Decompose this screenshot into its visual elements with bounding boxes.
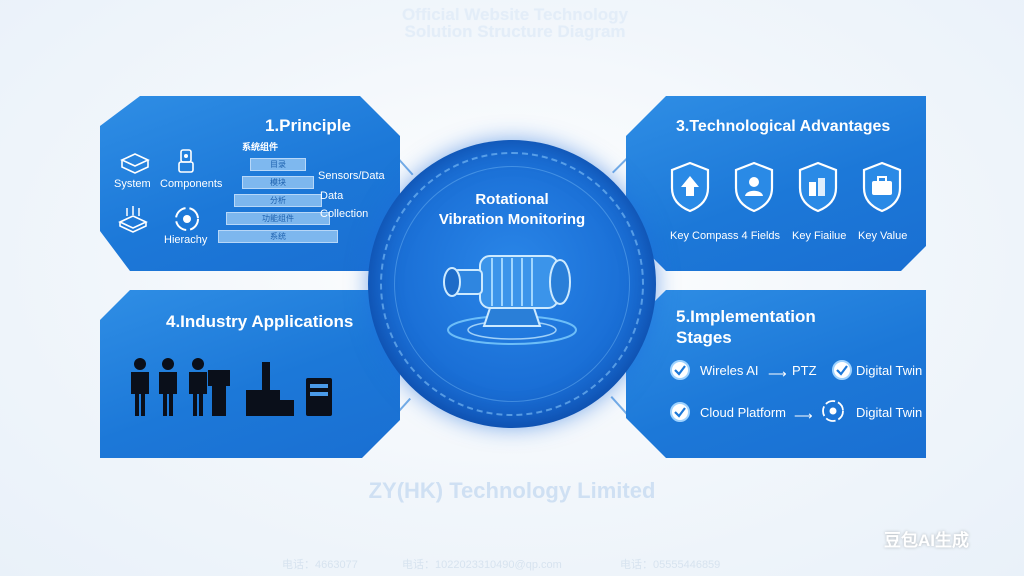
control-cabinet-icon xyxy=(304,376,334,423)
stages-panel: 5.Implementation Stages Wireles AI ⟶ PTZ… xyxy=(626,290,926,458)
pyramid-level-3: 分析 xyxy=(234,194,322,207)
center-title-line-1: Rotational xyxy=(475,191,549,208)
gear-cycle-icon xyxy=(172,204,202,239)
arrow-right-icon: ⟶ xyxy=(794,408,813,423)
cloud-platform-text: Cloud Platform xyxy=(700,405,786,420)
pyramid-level-1: 目录 xyxy=(250,158,306,171)
check-circle-icon xyxy=(832,360,852,380)
chart-shield-icon xyxy=(796,160,840,219)
machinery-icon xyxy=(244,360,296,423)
advantages-panel: 3.Technological Advantages Key Compass 4… xyxy=(626,96,926,271)
pyramid-level-2: 模块 xyxy=(242,176,314,189)
digital-twin-text-1: Digital Twin xyxy=(856,363,923,378)
robot-icon xyxy=(176,148,196,181)
ai-watermark: 豆包AI生成 xyxy=(884,531,969,550)
wireless-ai-text: Wireles AI xyxy=(700,363,759,378)
sensors-data-text: Sensors/Data xyxy=(318,170,385,182)
contact-2: 电话：1022023310490@qp.com xyxy=(402,559,562,571)
principle-title: 1.Principle xyxy=(265,116,351,135)
stages-title-line-1: 5.Implementation xyxy=(676,307,816,326)
contact-3: 电话：05555446859 xyxy=(620,559,721,571)
briefcase-shield-icon xyxy=(860,160,904,219)
header-line-1: Official Website Technology xyxy=(401,5,629,24)
advantages-title: 3.Technological Advantages xyxy=(676,118,891,135)
digital-twin-text-2: Digital Twin xyxy=(856,405,923,420)
data-text: Data xyxy=(320,190,344,202)
server-icon xyxy=(118,152,152,181)
pyramid-level-5: 系统 xyxy=(218,230,338,243)
components-label: Components xyxy=(160,178,223,190)
pyramid-title: 系统组件 xyxy=(242,142,279,152)
motor-icon xyxy=(430,240,594,355)
key-compass-label: Key Compass 4 Fields xyxy=(670,230,781,242)
hierachy-label: Hierachy xyxy=(164,234,208,246)
check-circle-icon xyxy=(670,360,690,380)
header-line-2: Solution Structure Diagram xyxy=(404,22,626,41)
stages-title: 5.Implementation Stages xyxy=(676,306,816,348)
industry-panel: 4.Industry Applications xyxy=(100,290,400,458)
contact-1: 电话：4663077 xyxy=(282,559,358,571)
center-title-line-2: Vibration Monitoring xyxy=(438,211,586,228)
key-failure-label: Key Fiailue xyxy=(792,230,847,242)
system-label: System xyxy=(114,178,151,190)
company-name: ZY(HK) Technology Limited xyxy=(368,478,656,503)
arrow-up-shield-icon xyxy=(668,160,712,219)
arrow-right-icon: ⟶ xyxy=(768,366,787,381)
center-ring-outer xyxy=(380,152,644,416)
principle-panel: 1.Principle System Components Hierachy 系… xyxy=(100,96,400,271)
industry-title: 4.Industry Applications xyxy=(166,312,354,331)
gear-sync-icon xyxy=(820,398,846,429)
check-circle-icon xyxy=(670,402,690,422)
center-ring-inner xyxy=(394,166,630,402)
key-value-label: Key Value xyxy=(858,230,908,242)
diagram-header: Official Website Technology Solution Str… xyxy=(380,6,650,40)
network-device-icon xyxy=(116,204,150,239)
user-shield-icon xyxy=(732,160,776,219)
stages-title-line-2: Stages xyxy=(676,328,732,347)
collection-text: Collection xyxy=(320,208,369,220)
ptz-text: PTZ xyxy=(792,363,817,378)
workers-silhouette-icon xyxy=(128,356,238,423)
pyramid-level-4: 功能组件 xyxy=(226,212,330,225)
